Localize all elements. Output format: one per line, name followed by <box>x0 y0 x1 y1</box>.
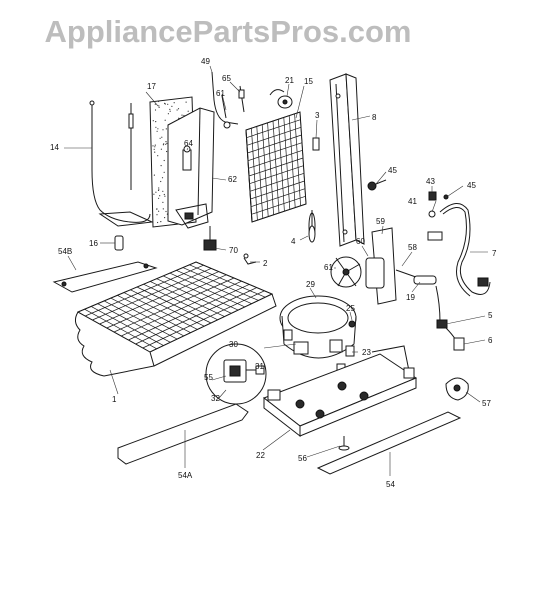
callout-22: 22 <box>256 451 265 460</box>
callout-55: 55 <box>204 373 213 382</box>
base-plate-part <box>262 345 418 438</box>
callout-2: 2 <box>263 259 268 268</box>
capillary-tube-part <box>89 100 154 227</box>
callout-16: 16 <box>89 239 98 248</box>
callout-70: 70 <box>229 246 238 255</box>
condenser-coil-part <box>245 111 316 242</box>
rail-54-part <box>316 411 462 475</box>
callout-30: 30 <box>229 340 238 349</box>
callout-58: 58 <box>408 243 417 252</box>
power-cord-part <box>435 285 465 351</box>
callout-5: 5 <box>488 311 493 320</box>
callout-41: 41 <box>408 197 417 206</box>
tube-3-part <box>312 137 320 151</box>
callout-61-top: 61 <box>216 89 225 98</box>
callout-3: 3 <box>315 111 320 120</box>
clip-16-part <box>114 235 124 251</box>
watermark-text: AppliancePartsPros.com <box>45 14 412 49</box>
callout-19: 19 <box>406 293 415 302</box>
wiring-harness-part <box>427 191 491 297</box>
callout-64: 64 <box>184 139 193 148</box>
callout-25: 25 <box>346 304 355 313</box>
condenser-fan-part <box>330 227 437 305</box>
drier-4-part <box>308 225 316 243</box>
compressor-part <box>279 295 357 359</box>
callout-45-right: 45 <box>467 181 476 190</box>
drain-tube-part <box>211 71 239 129</box>
cap-57-part <box>445 377 469 401</box>
callout-23: 23 <box>362 348 371 357</box>
rail-54A-part <box>117 403 249 465</box>
callout-14: 14 <box>50 143 59 152</box>
screw-45-part <box>367 179 387 191</box>
callout-54A: 54A <box>178 471 193 480</box>
callout-17: 17 <box>147 82 156 91</box>
brace-54B-part <box>52 261 158 293</box>
callout-54B: 54B <box>58 247 72 256</box>
callout-1: 1 <box>112 395 117 404</box>
screw-56-part <box>338 436 350 451</box>
callout-49: 49 <box>201 57 210 66</box>
callout-15: 15 <box>304 77 313 86</box>
callout-57: 57 <box>482 399 491 408</box>
callout-54: 54 <box>386 480 395 489</box>
callout-32: 32 <box>211 394 220 403</box>
callout-6: 6 <box>488 336 493 345</box>
condenser-grid-part <box>74 261 277 377</box>
callout-65: 65 <box>222 74 231 83</box>
callout-4: 4 <box>291 237 296 246</box>
evaporator-housing-part <box>167 107 215 229</box>
callout-60: 60 <box>356 237 365 246</box>
callout-43: 43 <box>426 177 435 186</box>
leader-lines <box>64 65 488 476</box>
callout-45-upper: 45 <box>388 166 397 175</box>
callout-21: 21 <box>285 76 294 85</box>
small-parts-65-21 <box>238 85 293 113</box>
callout-62: 62 <box>228 175 237 184</box>
callout-29: 29 <box>306 280 315 289</box>
callout-56: 56 <box>298 454 307 463</box>
bracket-2-part <box>243 253 257 265</box>
relay-70-part <box>203 226 217 251</box>
callout-31: 31 <box>255 362 264 371</box>
callout-61-fan: 61 <box>324 263 333 272</box>
callout-8: 8 <box>372 113 377 122</box>
callout-59: 59 <box>376 217 385 226</box>
start-relay-detail <box>205 343 297 405</box>
callout-labels: 14 17 49 61 65 21 15 3 8 64 62 45 43 45 … <box>50 57 497 489</box>
callout-7: 7 <box>492 249 497 258</box>
side-rail-part <box>329 73 365 247</box>
